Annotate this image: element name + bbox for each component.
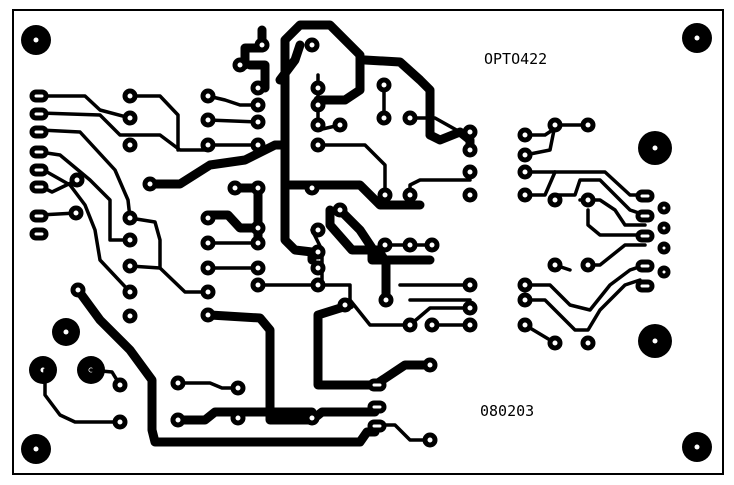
date-label: 080203 <box>480 402 534 420</box>
part-label: OPTO422 <box>484 50 547 68</box>
connector-pads <box>29 89 671 433</box>
pads <box>68 37 596 448</box>
mounting-holes <box>21 23 712 464</box>
thick-traces <box>73 20 475 447</box>
